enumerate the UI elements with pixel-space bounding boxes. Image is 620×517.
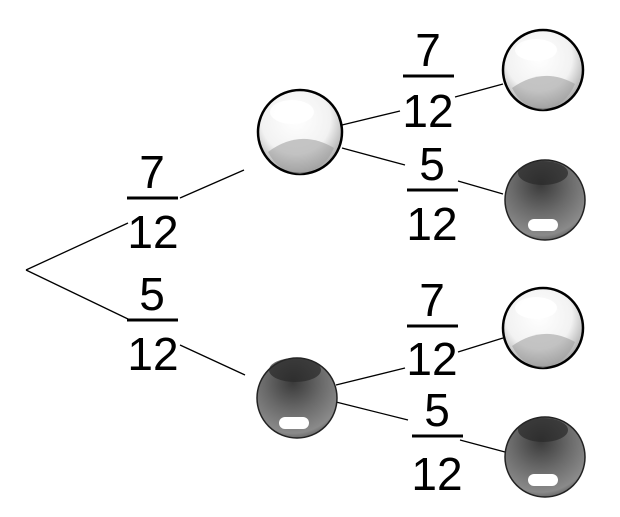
fraction-denominator: 12 [411,448,462,500]
fraction-numerator: 7 [419,274,445,326]
fraction-dark-then-white: 7 12 [406,274,458,385]
fraction-numerator: 7 [415,24,441,76]
branch-root-to-white-upper [179,169,245,199]
fraction-white-then-white: 7 12 [402,24,454,137]
fraction-first-white: 7 12 [127,146,179,258]
branch-lines [25,83,506,453]
fraction-numerator: 7 [139,146,165,198]
dark-ball-icon [504,159,586,241]
fraction-numerator: 5 [424,384,450,436]
branch-dark-to-white [335,367,406,386]
branch-white-to-dark [341,147,406,166]
fraction-numerator: 5 [419,138,445,190]
branch-white-to-dark-end [457,180,504,195]
fraction-dark-then-dark: 5 12 [411,384,463,500]
branch-root-to-dark-lower [179,344,246,376]
branch-dark-to-dark-end [459,439,506,453]
white-ball-icon [501,28,585,112]
white-ball-icon [256,88,344,176]
branch-white-to-white [341,110,401,126]
white-ball-icon [501,286,585,370]
branch-root-to-dark [25,269,129,320]
branch-dark-to-white-end [457,337,504,353]
fraction-first-dark: 5 12 [127,268,179,380]
fraction-denominator: 12 [402,85,453,137]
dark-ball-icon [256,357,338,439]
dark-ball-icon [504,416,586,498]
fraction-denominator: 12 [406,198,457,250]
fraction-denominator: 12 [406,333,457,385]
branch-root-to-white [25,222,129,271]
fraction-denominator: 12 [127,206,178,258]
branch-white-to-white-end [454,83,504,98]
fraction-numerator: 5 [139,268,165,320]
branch-dark-to-dark [335,401,409,421]
fraction-white-then-dark: 5 12 [406,138,458,250]
fraction-denominator: 12 [127,328,178,380]
